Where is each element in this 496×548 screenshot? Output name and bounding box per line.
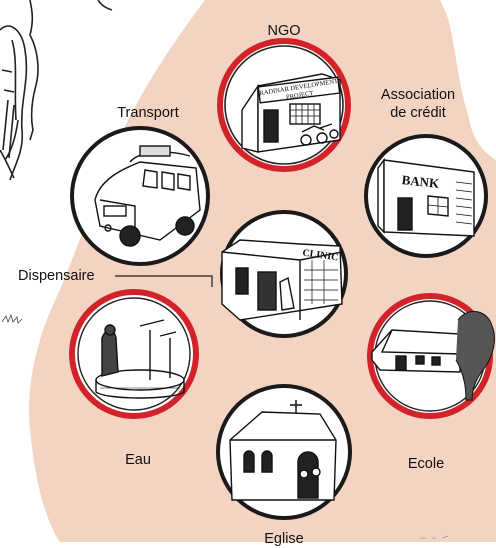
credit-association-node: BANK [364, 134, 488, 258]
background-notch [440, 0, 496, 160]
water-label: Eau [125, 452, 151, 468]
footer-marks [420, 535, 449, 539]
ngo-label: NGO [267, 23, 301, 39]
clinic-building-icon [221, 239, 343, 321]
ngo-sign-line2: PROJECT [286, 90, 314, 101]
water-node [69, 289, 199, 419]
dispensary-label: Dispensaire [18, 268, 95, 284]
figure-sketch [0, 0, 113, 181]
dispensary-pointer-line [115, 275, 213, 287]
church-building-icon [229, 400, 337, 501]
credit-association-label-line2: de crédit [390, 105, 446, 121]
water-pump-icon [95, 319, 185, 399]
bank-building-icon [377, 157, 475, 237]
connector-lines [115, 275, 213, 287]
bus-icon [94, 145, 201, 247]
bank-sign: BANK [401, 172, 441, 191]
credit-association-label-line1: Association [380, 87, 456, 103]
clinic-sign: CLINIC [302, 248, 339, 264]
school-building-icon [371, 311, 495, 401]
ngo-node: RADINAR DEVELOPMENT PROJECT [217, 38, 351, 172]
school-node [367, 293, 495, 419]
grass-sketch [1, 313, 23, 324]
church-node [216, 384, 352, 520]
transport-node [70, 126, 210, 266]
school-label: Ecole [407, 456, 445, 472]
credit-association-label: Association de crédit [360, 86, 476, 122]
transport-label: Transport [117, 105, 179, 121]
church-label: Eglise [264, 531, 304, 547]
ngo-building-icon [241, 73, 341, 153]
dispensary-node: CLINIC [220, 210, 348, 338]
